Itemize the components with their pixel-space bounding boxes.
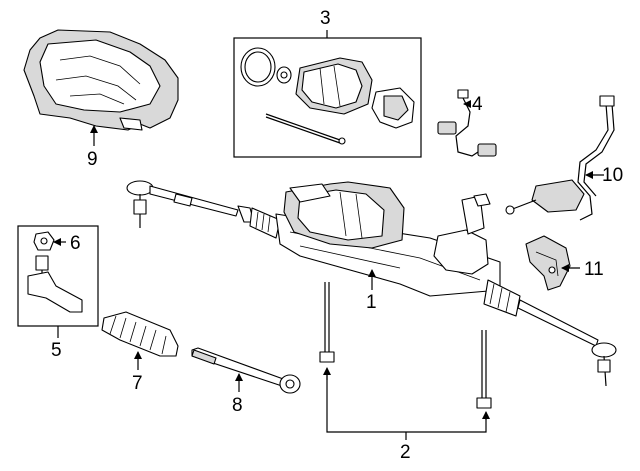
bracket-part (525, 235, 571, 291)
heat-shield-part (23, 29, 179, 131)
callout-11: 11 (584, 259, 604, 280)
callout-2: 2 (400, 442, 411, 463)
callout-9: 9 (87, 149, 98, 170)
callout-10: 10 (602, 165, 623, 186)
callout-1: 1 (366, 292, 377, 313)
callout-6: 6 (70, 233, 81, 254)
steering-rack-part (126, 180, 617, 387)
nut-part (33, 231, 55, 251)
leader-2 (326, 370, 487, 433)
wiring-harness-part (437, 89, 497, 157)
bolt-left-part (319, 282, 335, 363)
callout-8: 8 (232, 395, 243, 416)
tie-rod-end-part (27, 255, 83, 313)
motor-kit-parts (240, 47, 415, 145)
sensor-harness-part (505, 95, 615, 221)
callout-7: 7 (132, 373, 143, 394)
callout-3: 3 (320, 8, 331, 29)
bolt-right-part (476, 330, 492, 409)
boot-part (101, 311, 179, 357)
inner-tie-rod-part (191, 347, 301, 394)
callout-4: 4 (472, 94, 483, 115)
callout-5: 5 (51, 340, 62, 361)
